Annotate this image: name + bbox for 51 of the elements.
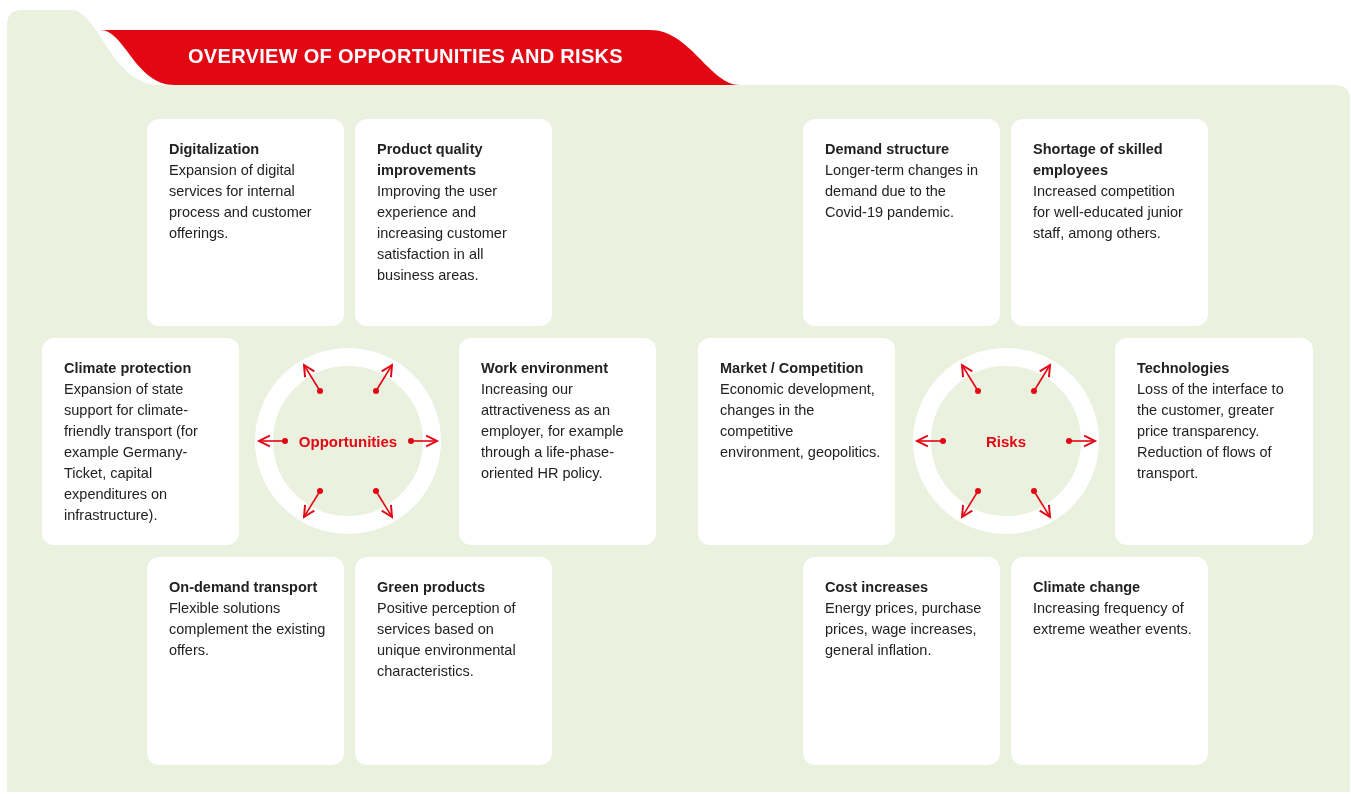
arrow xyxy=(916,434,946,448)
arrow xyxy=(1066,434,1096,448)
text-card xyxy=(355,557,552,765)
text-card xyxy=(147,557,344,765)
title: OVERVIEW OF OPPORTUNITIES AND RISKS xyxy=(188,45,623,68)
card-heading: Technologies xyxy=(1137,359,1231,378)
card-heading: Demand structure xyxy=(825,140,951,159)
text-card xyxy=(355,119,552,326)
ring-circle xyxy=(255,348,441,534)
arrow xyxy=(373,364,393,394)
arrow xyxy=(408,434,438,448)
arrow xyxy=(373,488,393,518)
text-card xyxy=(1011,119,1208,326)
ring-circle xyxy=(913,348,1099,534)
card-heading: Climate change xyxy=(1033,578,1142,597)
card-text: Increased competition for well-educated junior staff, among others. xyxy=(1033,182,1184,243)
text-card xyxy=(698,338,895,545)
text-card xyxy=(803,119,1000,326)
card-heading: On-demand transport xyxy=(169,578,319,597)
card-text: Expansion of state support for climate-friendly transport (for example Germany-Ticket, capital expenditures on infrastructure). xyxy=(64,380,199,525)
text-card xyxy=(42,338,239,545)
card-text: Improving the user experience and increasing customer satisfaction in all business areas. xyxy=(377,182,508,285)
text-card xyxy=(1011,557,1208,765)
text-card xyxy=(1115,338,1313,545)
arrow xyxy=(961,488,981,518)
card-heading: Product quality improvements xyxy=(377,140,484,180)
card-text: Economic development, changes in the competitive environment, geopolitics. xyxy=(720,380,881,462)
arrow xyxy=(258,434,288,448)
arrow xyxy=(961,364,981,394)
arrow xyxy=(303,488,323,518)
text-card xyxy=(459,338,656,545)
card-heading: Climate protection xyxy=(64,359,193,378)
text-card xyxy=(147,119,344,326)
card-heading: Shortage of skilled employees xyxy=(1033,140,1164,180)
arrow xyxy=(1031,364,1051,394)
card-heading: Green products xyxy=(377,578,486,597)
card-text: Energy prices, purchase prices, wage increases, general inflation. xyxy=(825,599,983,660)
card-text: Flexible solutions complement the existing offers. xyxy=(169,599,327,660)
arrow xyxy=(303,364,323,394)
card-text: Increasing our attractiveness as an employer, for example through a life-phase-oriented HR policy. xyxy=(481,380,625,483)
card-heading: Cost increases xyxy=(825,578,930,597)
card-text: Longer-term changes in demand due to the Covid-19 pandemic. xyxy=(825,161,980,222)
text-card xyxy=(803,557,1000,765)
arrow xyxy=(1031,488,1051,518)
card-text: Expansion of digital services for internal process and customer offerings. xyxy=(169,161,313,243)
card-text: Positive perception of services based on unique environmental characteristics. xyxy=(377,599,517,681)
card-heading: Work environment xyxy=(481,359,610,378)
card-text: Loss of the interface to the customer, greater price transparency. Reduction of flows of transport. xyxy=(1137,380,1285,483)
card-heading: Market / Competition xyxy=(720,359,865,378)
card-text: Increasing frequency of extreme weather events. xyxy=(1033,599,1193,639)
card-heading: Digitalization xyxy=(169,140,261,159)
